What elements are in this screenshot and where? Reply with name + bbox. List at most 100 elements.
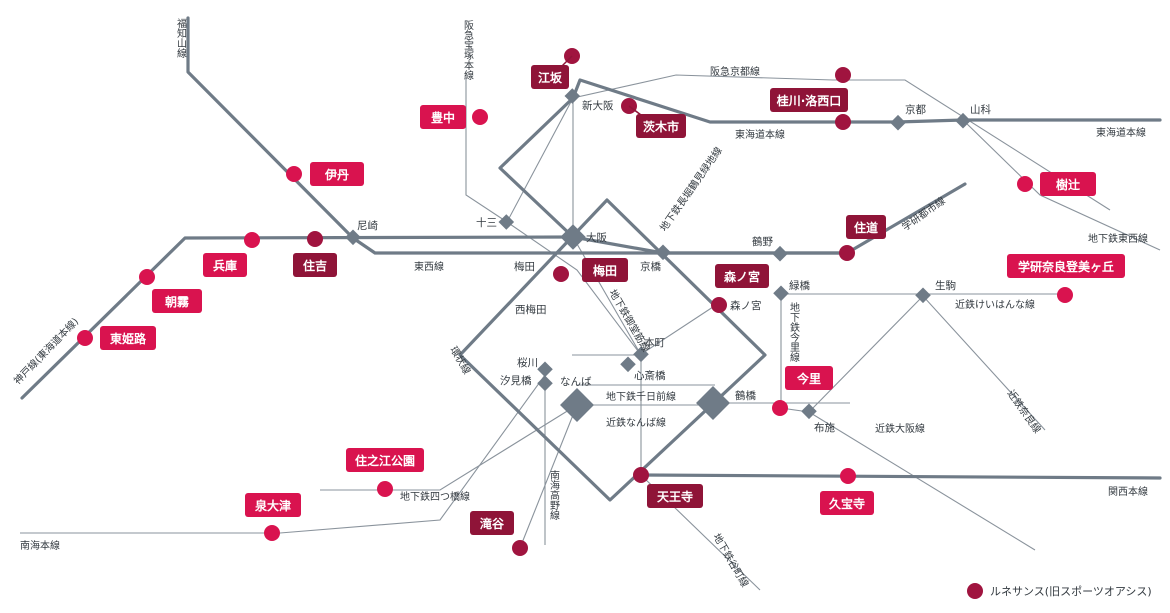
svg-text:伊丹: 伊丹 [324,167,349,182]
club-tag-higashihimeji[interactable]: 東姫路 [100,326,156,350]
label-line-fukuchiyama: 福知山線 [175,17,187,58]
line-fukuchiyama [186,16,355,240]
station-marker-ikoma[interactable] [915,287,931,304]
line-fuse-branch [808,411,1036,551]
club-dot-asagiri[interactable] [139,269,155,285]
label-line-nankai: 南海本線 [20,539,60,552]
club-tag-imazato[interactable]: 今里 [785,366,833,390]
club-tag-toyonaka[interactable]: 豊中 [420,105,466,129]
station-marker-osaka[interactable] [560,224,586,250]
station-marker-kyobashi[interactable] [655,244,671,261]
label-line-keihanna: 近鉄けいはんな線 [955,298,1035,311]
club-dot-sumiyoshi[interactable] [307,231,323,247]
label-line-yotsubashi: 地下鉄四つ橋線 [400,490,470,503]
club-tag-gakken-nara[interactable]: 学研奈良登美ヶ丘 [1007,254,1125,278]
svg-text:茨木市: 茨木市 [643,119,679,134]
svg-text:久宝寺: 久宝寺 [829,496,865,511]
club-dot-katsuragawa[interactable] [835,114,851,130]
label-line-takarazuka: 阪急宝塚本線 [462,19,474,80]
label-line-loop: 環状線 [447,344,473,376]
club-dot-morinomiya[interactable] [711,297,727,313]
club-tag-suminoe[interactable]: 住之江公園 [346,448,424,472]
label-line-hankyu-kyoto: 阪急京都線 [710,65,760,78]
club-tag-morinomiya[interactable]: 森ノ宮 [715,264,769,288]
club-tag-izumiotsu[interactable]: 泉大津 [245,493,301,517]
station-marker-amagasaki[interactable] [345,229,361,246]
svg-text:滝谷: 滝谷 [480,516,505,531]
station-marker-fuse[interactable] [801,403,817,420]
club-tags: 江坂 豊中 茨木市 桂川·洛西口 伊丹 樹辻 住道 兵庫 [100,55,1125,535]
club-tag-kubouji[interactable]: 久宝寺 [820,491,874,515]
label-station-tsurumi: 鶴野 [752,235,773,248]
club-tag-kashiwai[interactable]: 樹辻 [1040,172,1096,196]
club-dot-sumimichi[interactable] [839,245,855,261]
svg-text:樹辻: 樹辻 [1056,177,1080,192]
svg-text:今里: 今里 [796,371,821,386]
line-yotsubashi [320,404,578,491]
station-marker-midoribashi[interactable] [773,285,789,302]
line-nankai [20,374,546,534]
svg-text:住之江公園: 住之江公園 [355,453,415,468]
club-tag-sumimichi[interactable]: 住道 [846,215,886,239]
label-station-juso: 十三 [476,216,497,229]
club-tag-asagiri[interactable]: 朝霧 [152,289,202,313]
club-dot-itami[interactable] [286,166,302,182]
line-tanimachi [572,98,761,591]
club-tag-esaka[interactable]: 江坂 [531,55,573,89]
svg-text:住吉: 住吉 [303,258,327,273]
station-marker-sakuragawa[interactable] [537,361,553,378]
club-dot-tennoji[interactable] [633,467,649,483]
legend: ルネサンス(旧スポーツオアシス) [967,583,1152,599]
club-tag-ibaraki[interactable]: 茨木市 [628,105,686,138]
station-name-labels: 新大阪 京都 山科 十三 尼崎 大阪 梅田 西梅田 京橋 鶴野 森ノ宮 緑橋 生… [357,99,991,434]
station-marker-kyoto[interactable] [890,114,906,131]
svg-text:朝霧: 朝霧 [165,294,190,309]
station-markers [345,88,971,422]
club-dot-suminoe[interactable] [377,481,393,497]
club-dot-kashiwai[interactable] [1017,176,1033,192]
station-marker-shinosaka[interactable] [564,88,581,104]
label-line-tanimachi: 地下鉄谷町線 [710,531,751,589]
station-marker-yamashina[interactable] [955,112,971,129]
club-tag-tennoji[interactable]: 天王寺 [647,484,703,508]
station-marker-namba[interactable] [560,388,594,422]
station-marker-shiomibashi[interactable] [537,375,553,392]
line-takarazuka [465,78,508,223]
line-tokaido-east [571,78,1162,124]
club-dot-imazato[interactable] [772,400,788,416]
club-dot-takidani[interactable] [512,540,528,556]
label-station-honmachi: 本町 [644,336,665,349]
club-dot-toyonaka[interactable] [472,109,488,125]
club-tag-sumiyoshi[interactable]: 住吉 [293,253,337,277]
club-dot-gakken-nara[interactable] [1057,287,1073,303]
station-marker-juso[interactable] [498,214,515,230]
line-shinosaka-link [498,96,575,239]
station-marker-tsuruhashi[interactable] [696,386,730,420]
club-dot-higashihimeji[interactable] [77,330,93,346]
svg-text:天王寺: 天王寺 [657,489,693,504]
club-tag-katsuragawa[interactable]: 桂川·洛西口 [770,88,848,112]
station-marker-honmachi[interactable] [633,346,649,363]
club-tag-itami[interactable]: 伊丹 [310,162,364,186]
line-kintetsu-nara [808,295,1046,431]
label-station-shiomibashi: 汐見橋 [500,374,532,387]
label-line-tozai-subway: 地下鉄東西線 [1088,232,1148,245]
station-marker-shinsaibashi[interactable] [620,356,636,373]
club-tag-hyogo[interactable]: 兵庫 [203,253,247,277]
label-line-tozai-jr: 東西線 [414,260,444,273]
club-dot-hyogo[interactable] [244,232,260,248]
club-tag-umeda[interactable]: 梅田 [582,258,628,282]
station-marker-tsurumi[interactable] [772,245,788,262]
label-station-yamashina: 山科 [970,103,991,116]
line-tozai-subway [962,119,1161,251]
club-dot-izumiotsu[interactable] [264,525,280,541]
svg-text:森ノ宮: 森ノ宮 [724,269,760,284]
club-dot-kubouji[interactable] [840,468,856,484]
svg-text:兵庫: 兵庫 [213,258,237,273]
club-dot-katsuragawa-top[interactable] [835,67,851,83]
club-tag-takidani[interactable]: 滝谷 [470,511,514,535]
club-dot-umeda[interactable] [553,266,569,282]
thin-lines [20,74,1161,591]
svg-text:桂川·洛西口: 桂川·洛西口 [776,93,842,108]
